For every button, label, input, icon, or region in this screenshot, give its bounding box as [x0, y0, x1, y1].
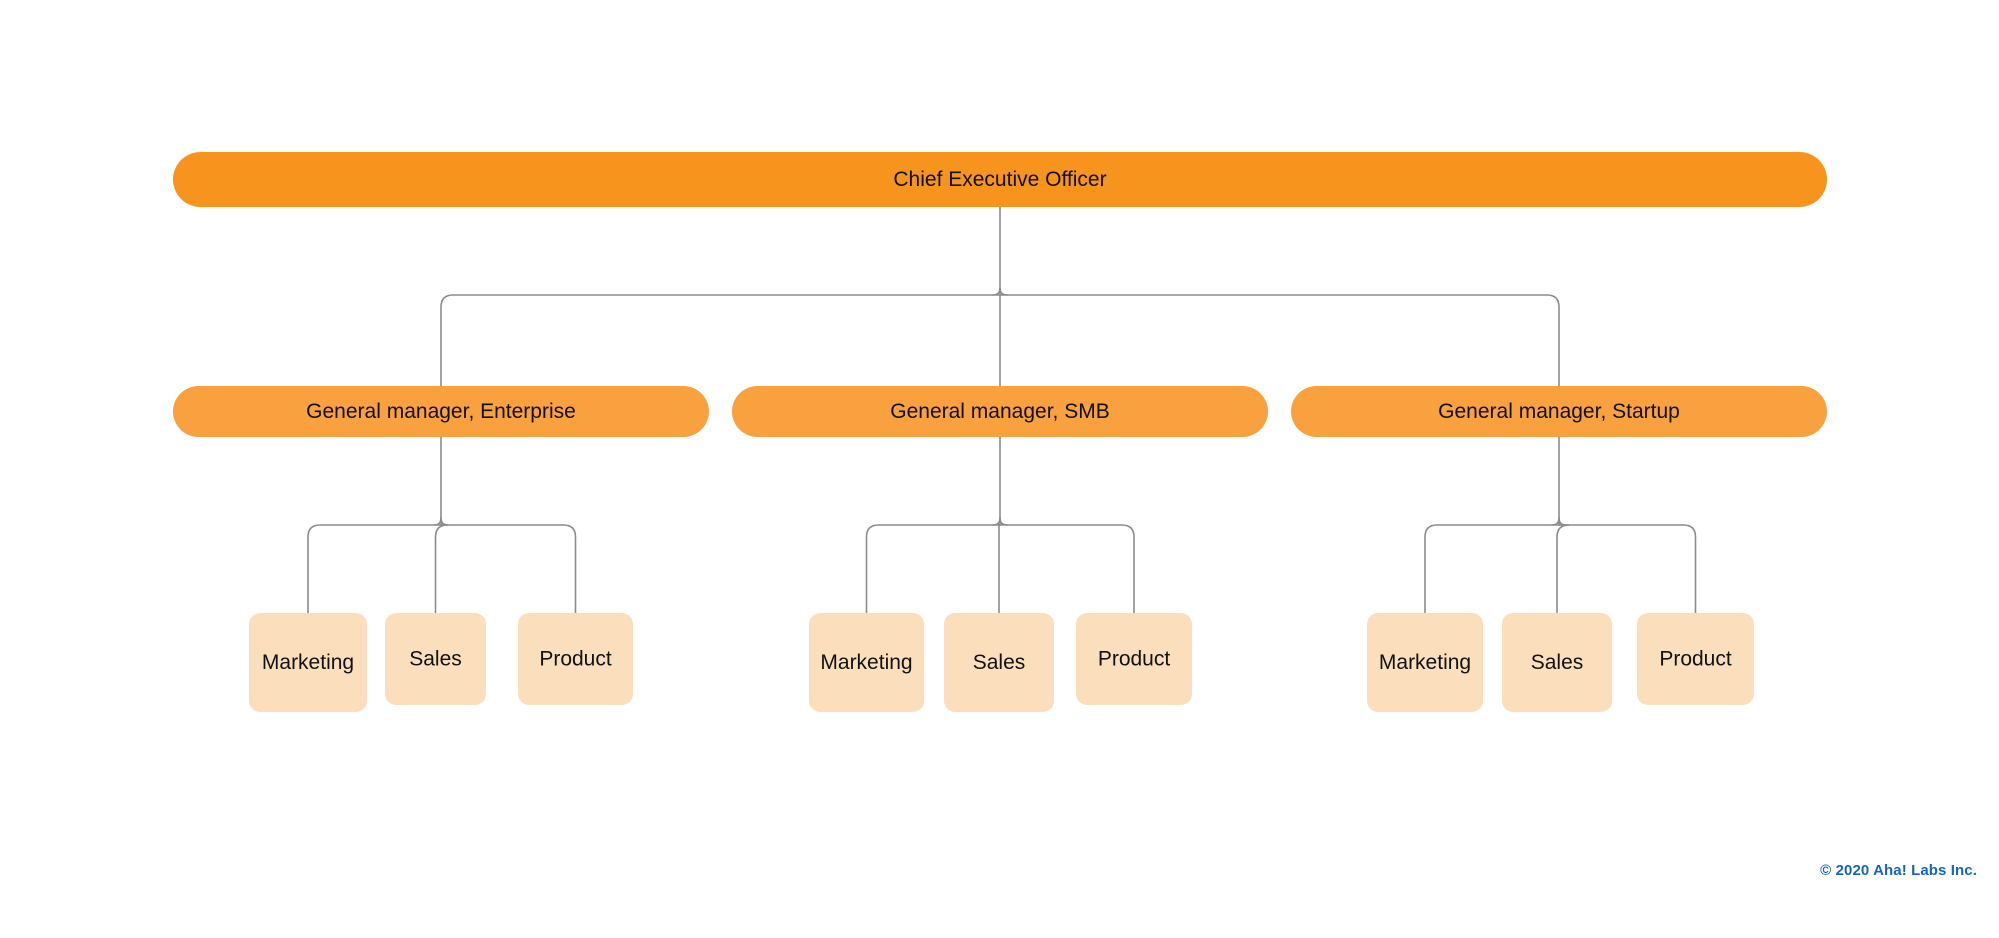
node-gm-startup[interactable]: General manager, Startup — [1291, 386, 1827, 437]
node-smb-product[interactable]: Product — [1076, 613, 1192, 705]
node-su-marketing[interactable]: Marketing — [1367, 613, 1483, 712]
node-su-sales-label: Sales — [1531, 651, 1584, 674]
gm0-link-1 — [434, 524, 449, 614]
gm2-link-1 — [1556, 524, 1570, 614]
ceo-link-0 — [440, 294, 1001, 387]
node-ent-marketing-label: Marketing — [262, 651, 354, 674]
node-gm-enterprise-box[interactable] — [173, 386, 709, 437]
node-su-product[interactable]: Product — [1637, 613, 1754, 705]
node-smb-product-label: Product — [1098, 648, 1171, 671]
gm2-link-0 — [1424, 524, 1560, 614]
node-gm-smb[interactable]: General manager, SMB — [732, 386, 1268, 437]
node-smb-marketing-box[interactable] — [809, 613, 924, 712]
node-ent-marketing-box[interactable] — [249, 613, 367, 712]
node-gm-smb-label: General manager, SMB — [890, 400, 1109, 423]
node-smb-marketing[interactable]: Marketing — [809, 613, 924, 712]
copyright-footer: © 2020 Aha! Labs Inc. — [1820, 862, 1977, 879]
node-ceo[interactable]: Chief Executive Officer — [173, 152, 1827, 207]
node-smb-product-box[interactable] — [1076, 613, 1192, 705]
ceo-cusp-right — [999, 287, 1008, 296]
node-gm-startup-label: General manager, Startup — [1438, 400, 1680, 423]
node-su-product-label: Product — [1659, 648, 1732, 671]
gm1-cusp-right — [999, 517, 1008, 526]
ceo-cusp-left — [992, 287, 1001, 296]
node-ent-product-box[interactable] — [518, 613, 633, 705]
node-gm-enterprise[interactable]: General manager, Enterprise — [173, 386, 709, 437]
gm0-cusp-right — [440, 517, 449, 526]
node-ceo-label: Chief Executive Officer — [893, 168, 1106, 191]
node-ent-sales-label: Sales — [409, 648, 462, 671]
gm2-cusp-left — [1551, 517, 1560, 526]
ceo-link-2 — [999, 294, 1560, 387]
gm1-link-2 — [999, 524, 1135, 614]
gm2-link-2 — [1558, 524, 1697, 614]
node-su-sales[interactable]: Sales — [1502, 613, 1612, 712]
node-su-marketing-box[interactable] — [1367, 613, 1483, 712]
node-smb-marketing-label: Marketing — [820, 651, 912, 674]
node-ent-product-label: Product — [539, 648, 612, 671]
gm0-link-2 — [440, 524, 577, 614]
node-ent-sales[interactable]: Sales — [385, 613, 486, 705]
node-smb-sales-box[interactable] — [944, 613, 1054, 712]
node-smb-sales[interactable]: Sales — [944, 613, 1054, 712]
node-su-product-box[interactable] — [1637, 613, 1754, 705]
node-gm-enterprise-label: General manager, Enterprise — [306, 400, 576, 423]
gm0-link-0 — [307, 524, 442, 614]
node-ceo-box[interactable] — [173, 152, 1827, 207]
node-smb-sales-label: Sales — [973, 651, 1026, 674]
node-gm-smb-box[interactable] — [732, 386, 1268, 437]
connector-lines — [307, 206, 1697, 614]
gm1-link-0 — [865, 524, 1001, 614]
node-gm-startup-box[interactable] — [1291, 386, 1827, 437]
node-ent-product[interactable]: Product — [518, 613, 633, 705]
node-su-sales-box[interactable] — [1502, 613, 1612, 712]
node-ent-sales-box[interactable] — [385, 613, 486, 705]
gm0-cusp-left — [433, 517, 442, 526]
gm1-cusp-left — [992, 517, 1001, 526]
node-su-marketing-label: Marketing — [1379, 651, 1471, 674]
gm2-cusp-right — [1558, 517, 1567, 526]
node-ent-marketing[interactable]: Marketing — [249, 613, 367, 712]
